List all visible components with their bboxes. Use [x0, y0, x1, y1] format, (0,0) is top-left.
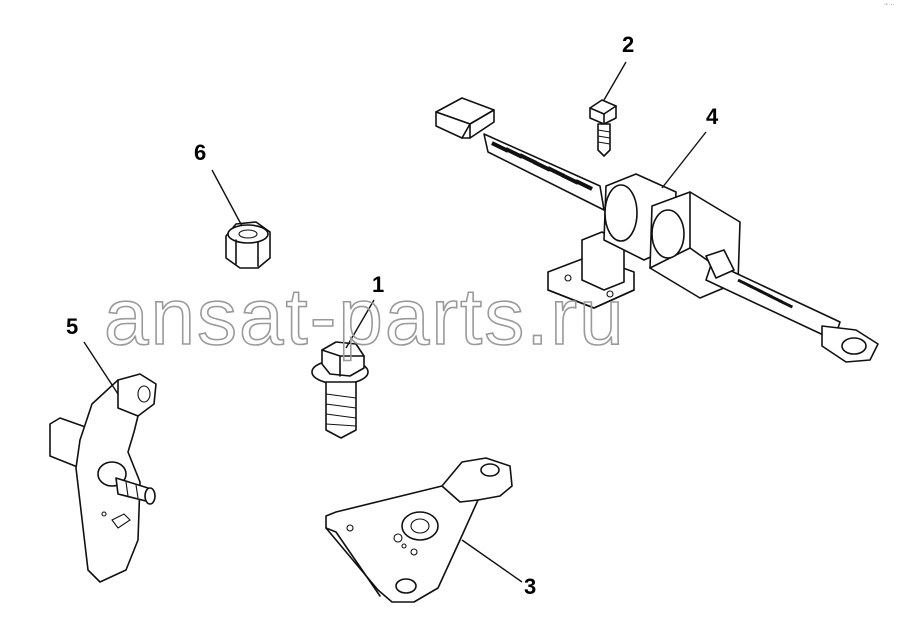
leader-line-3	[461, 539, 523, 583]
small-bolt	[589, 99, 617, 157]
leader-line-4	[661, 131, 707, 189]
leader-line-2	[603, 61, 627, 101]
lever-bracket	[49, 373, 157, 583]
watermark: ansat-parts.ru	[104, 272, 626, 361]
part-number-5: 5	[66, 314, 78, 339]
hex-nut	[225, 221, 271, 269]
part-number-6: 6	[194, 140, 206, 165]
mounting-plate	[325, 457, 513, 603]
part-number-2: 2	[622, 32, 634, 57]
part-number-4: 4	[706, 104, 719, 129]
leader-line-5	[83, 341, 119, 395]
leader-line-1	[345, 299, 375, 349]
leader-line-6	[211, 169, 243, 227]
corner-mark: ·ⁿ ···	[884, 2, 894, 8]
part-number-3: 3	[524, 574, 536, 599]
part-number-1: 1	[372, 272, 384, 297]
flange-bolt	[311, 341, 369, 439]
solenoid-actuator	[435, 97, 879, 363]
